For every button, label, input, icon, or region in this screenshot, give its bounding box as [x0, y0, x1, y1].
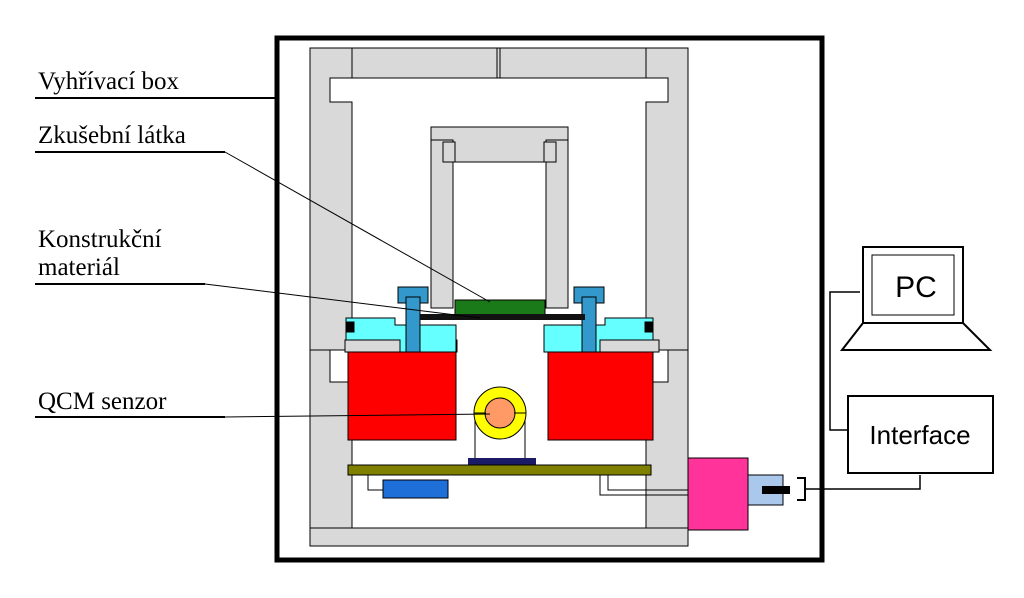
circuit-board	[347, 464, 652, 476]
qcm-sensor	[468, 386, 536, 466]
heater-left	[347, 351, 457, 441]
interface-box	[847, 395, 994, 474]
pc-computer: PC	[839, 246, 993, 351]
board-wire-2	[607, 475, 690, 491]
label-construction-material-1: Konstrukční	[38, 226, 162, 253]
bolts	[397, 286, 605, 353]
label-construction-material-2: materiál	[38, 254, 120, 281]
label-test-substance: Zkušební látka	[38, 122, 186, 149]
clamp-plates	[345, 317, 654, 353]
clamp-right	[543, 317, 654, 353]
pc-label: PC	[895, 271, 937, 304]
construction-material	[420, 314, 585, 320]
interface-label: Interface	[869, 420, 970, 450]
connector-pin	[762, 486, 790, 494]
test-substance	[454, 299, 546, 316]
chip-wire	[367, 475, 383, 491]
housing	[309, 47, 689, 547]
board-wire	[599, 475, 690, 496]
cable-pc	[829, 291, 860, 431]
cable-interface	[805, 475, 921, 490]
connector-bracket	[797, 477, 806, 501]
heater-right	[547, 351, 654, 441]
chip	[382, 479, 449, 499]
leader-lines	[35, 97, 491, 418]
label-qcm-sensor: QCM senzor	[38, 388, 167, 415]
heating-box-outline	[274, 35, 825, 563]
connector-housing	[687, 457, 749, 531]
label-heating-box: Vyhřívací box	[38, 68, 179, 95]
